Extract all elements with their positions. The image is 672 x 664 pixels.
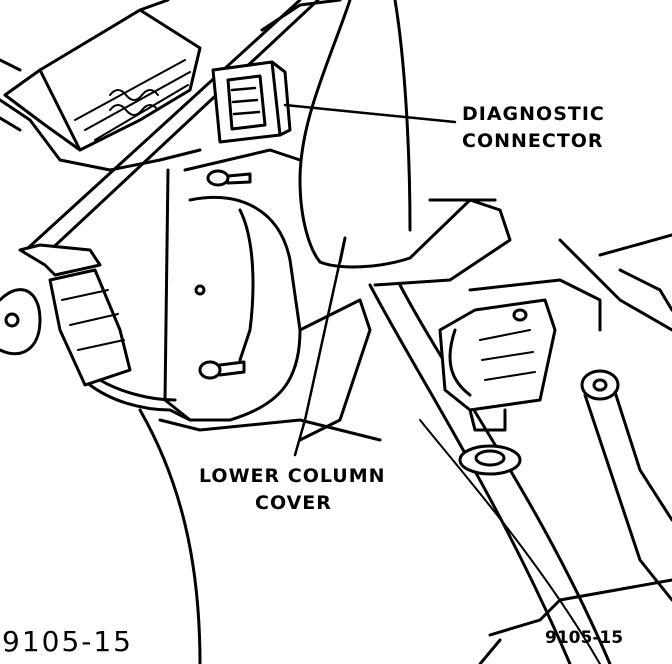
diagnostic-connector-label-line1: DIAGNOSTIC [462,103,605,125]
diagonal-rod [26,0,320,258]
right-mounting-stud [580,369,672,602]
diagnostic-connector [211,60,292,144]
steering-column-housing [158,0,512,442]
mounting-studs [194,169,252,380]
wire-connector-plug [0,243,192,422]
lower-column-cover-label-line2: COVER [255,492,332,514]
diagnostic-connector-label-line2: CONNECTOR [462,130,604,152]
wiring-harness-block [0,0,202,172]
lower-column-cover-label-line1: LOWER COLUMN [199,465,386,487]
leader-lines [283,103,457,457]
steering-shaft-joint [438,298,557,476]
floor-plate [478,578,672,664]
figure-code-corner: 9105-15 [545,628,624,648]
figure-code: 9105-15 [2,625,133,658]
column-support-bracket [138,233,672,664]
